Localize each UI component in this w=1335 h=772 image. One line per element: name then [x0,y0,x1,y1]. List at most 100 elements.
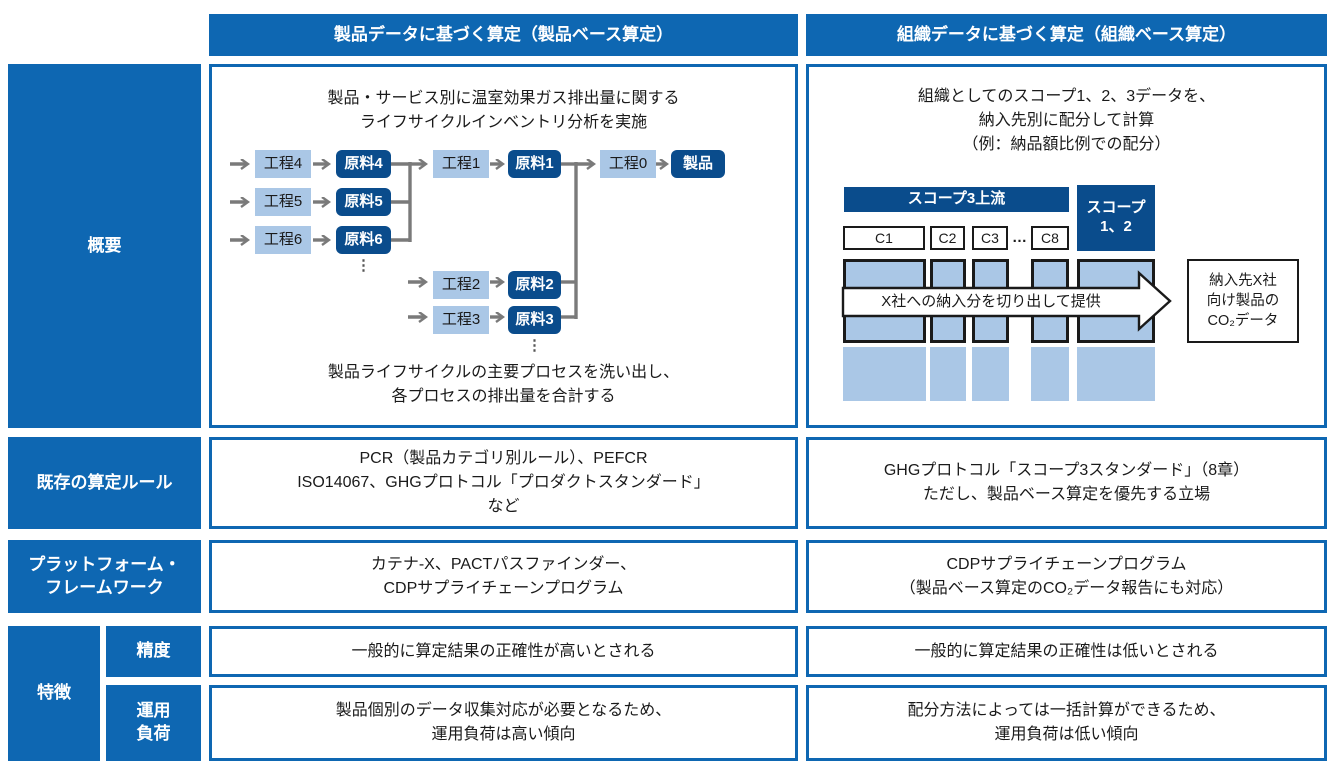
flow-box-process2: 工程2 [433,271,489,299]
rules-product-line2: ISO14067、GHGプロトコル「プロダクトスタンダード」 [297,474,710,491]
scope3-upstream-label: スコープ3上流 [907,190,1006,208]
load-product-line2: 運用負荷は高い傾向 [431,726,576,743]
flow-box-material2: 原料2 [508,271,561,299]
flow-box-label: 工程1 [441,154,481,172]
ellipsis-vertical: ⋮ [356,257,371,274]
overview-org-cell: 組織としてのスコープ1、2、3データを、 納入先別に配分して計算 （例：納品額比… [806,64,1327,428]
flow-box-label: 工程0 [608,154,648,172]
row-label-rules: 既存の算定ルール [8,437,201,529]
caption-line: 各プロセスの排出量を合計する [391,388,616,405]
row-label-overview-text: 概要 [87,235,122,255]
allocation-column-rest [843,347,926,401]
flow-box-label: 工程6 [263,230,303,248]
overview-product-caption-top: 製品・サービス別に温室効果ガス排出量に関する ライフサイクルインベントリ分析を実… [212,87,795,135]
allocation-column-rest [930,347,966,401]
scope3-upstream-bar: スコープ3上流 [844,187,1069,212]
co2-result-box: 納入先X社 向け製品の CO₂データ [1187,259,1299,343]
allocation-column-rest [1031,347,1069,401]
flow-box-material4: 原料4 [336,150,391,178]
category-box-c3: C3 [972,226,1008,250]
flow-box-process0: 工程0 [600,150,656,178]
flow-box-material3: 原料3 [508,306,561,334]
scope12-label-line1: スコープ [1086,199,1146,217]
flow-box-material6: 原料6 [336,226,391,254]
row-label-feature: 特徴 [8,626,100,761]
flow-connectors [230,67,795,425]
caption-line: 製品・サービス別に温室効果ガス排出量に関する [327,90,680,107]
flow-box-process6: 工程6 [255,226,311,254]
category-box-c1: C1 [843,226,925,250]
platform-org-line1: CDPサプライチェーンプログラム [946,555,1187,573]
co2-result-line3: CO₂データ [1207,313,1279,330]
flow-box-label: 工程2 [441,275,481,293]
ellipsis-vertical: ⋮ [527,337,542,354]
accuracy-org-cell: 一般的に算定結果の正確性は低いとされる [806,626,1327,677]
platform-org-line2: （製品ベース算定のCO₂データ報告にも対応） [899,579,1234,597]
overview-org-caption: 組織としてのスコープ1、2、3データを、 納入先別に配分して計算 （例：納品額比… [809,85,1324,157]
accuracy-product-text: 一般的に算定結果の正確性が高いとされる [351,642,656,660]
column-header-org-based-label: 組織データに基づく算定（組織ベース算定） [896,24,1237,44]
category-label: C8 [1041,229,1059,246]
scope12-box: スコープ 1、2 [1077,185,1155,251]
column-header-org-based: 組織データに基づく算定（組織ベース算定） [806,14,1327,56]
row-label-platform-line1: プラットフォーム・ [28,554,181,574]
platform-org-cell: CDPサプライチェーンプログラム （製品ベース算定のCO₂データ報告にも対応） [806,540,1327,613]
caption-line: 組織としてのスコープ1、2、3データを、 [917,88,1216,105]
flow-box-label: 原料4 [344,154,383,172]
load-org-line2: 運用負荷は低い傾向 [994,726,1139,743]
row-label-rules-text: 既存の算定ルール [36,472,173,492]
category-label: C1 [875,229,893,246]
load-org-line1: 配分方法によっては一括計算ができるため、 [907,702,1226,719]
co2-result-line2: 向け製品の [1206,292,1280,309]
caption-line: 納入先別に配分して計算 [978,112,1155,129]
overview-product-caption-bottom: 製品ライフサイクルの主要プロセスを洗い出し、 各プロセスの排出量を合計する [212,361,795,409]
row-label-load-line2: 負荷 [136,724,171,743]
row-label-accuracy: 精度 [106,626,201,677]
flow-box-label: 工程3 [441,310,481,328]
accuracy-product-cell: 一般的に算定結果の正確性が高いとされる [209,626,798,677]
platform-product-line2: CDPサプライチェーンプログラム [383,579,624,597]
rules-product-cell: PCR（製品カテゴリ別ルール）、PEFCR ISO14067、GHGプロトコル「… [209,437,798,529]
category-box-c2: C2 [930,226,965,250]
co2-result-line1: 納入先X社 [1209,272,1277,289]
platform-product-cell: カテナ-X、PACTパスファインダー、 CDPサプライチェーンプログラム [209,540,798,613]
cutout-arrow-text: X社への納入分を切り出して提供 [881,292,1101,310]
accuracy-org-text: 一般的に算定結果の正確性は低いとされる [914,642,1219,660]
category-label: C3 [981,229,999,246]
column-header-product-based-label: 製品データに基づく算定（製品ベース算定） [333,24,674,44]
row-label-load-line1: 運用 [136,701,171,721]
flow-box-process5: 工程5 [255,188,311,216]
flow-box-process3: 工程3 [433,306,489,334]
flow-box-label: 原料3 [515,310,554,328]
rules-product-line3: など [487,498,520,515]
column-header-product-based: 製品データに基づく算定（製品ベース算定） [209,14,798,56]
overview-product-cell: 製品・サービス別に温室効果ガス排出量に関する ライフサイクルインベントリ分析を実… [209,64,798,428]
load-org-cell: 配分方法によっては一括計算ができるため、 運用負荷は低い傾向 [806,685,1327,761]
flow-box-process4: 工程4 [255,150,311,178]
row-label-platform-line2: フレームワーク [45,577,164,597]
flow-box-process1: 工程1 [433,150,489,178]
category-label: C2 [938,229,957,246]
load-product-cell: 製品個別のデータ収集対応が必要となるため、 運用負荷は高い傾向 [209,685,798,761]
flow-box-label: 製品 [682,154,713,172]
rules-org-line1: GHGプロトコル「スコープ3スタンダード」（8章） [883,462,1250,479]
allocation-column-rest [1077,347,1155,401]
caption-line: （例：納品額比例での配分） [962,136,1171,153]
flow-box-material5: 原料5 [336,188,391,216]
flow-box-label: 工程4 [263,154,303,172]
row-label-overview: 概要 [8,64,201,428]
flow-box-product: 製品 [671,150,725,178]
row-label-feature-text: 特徴 [37,683,71,703]
ellipsis-horizontal: … [1012,229,1027,246]
scope12-label-line2: 1、2 [1100,218,1132,235]
load-product-line1: 製品個別のデータ収集対応が必要となるため、 [335,702,672,719]
caption-line: 製品ライフサイクルの主要プロセスを洗い出し、 [327,364,680,381]
flow-box-label: 原料1 [515,154,554,172]
row-label-accuracy-text: 精度 [136,641,171,661]
allocation-column-rest [972,347,1009,401]
category-box-c8: C8 [1031,226,1069,250]
rules-org-cell: GHGプロトコル「スコープ3スタンダード」（8章） ただし、製品ベース算定を優先… [806,437,1327,529]
flow-box-label: 工程5 [263,192,303,210]
cutout-arrow [841,270,1172,332]
flow-box-label: 原料6 [344,230,383,248]
